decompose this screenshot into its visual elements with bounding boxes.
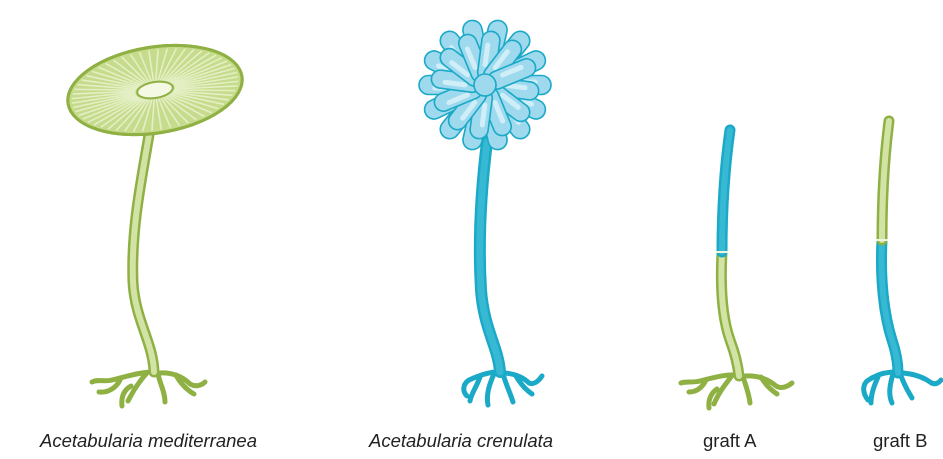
label-graft-b: graft B [873,430,928,451]
organism-mediterranea [61,34,248,406]
disc-cap [61,34,248,146]
organism-graft-a [681,130,792,408]
organism-graft-b [864,121,941,403]
organism-crenulata [419,19,551,405]
petal-cap [419,19,551,152]
label-crenulata: Acetabularia crenulata [368,430,553,451]
rhizoid-mediterranea [92,372,205,406]
label-graft-a: graft A [703,430,757,451]
rhizoid-graft-b [864,372,941,403]
cap-center [474,74,496,96]
label-mediterranea: Acetabularia mediterranea [39,430,257,451]
